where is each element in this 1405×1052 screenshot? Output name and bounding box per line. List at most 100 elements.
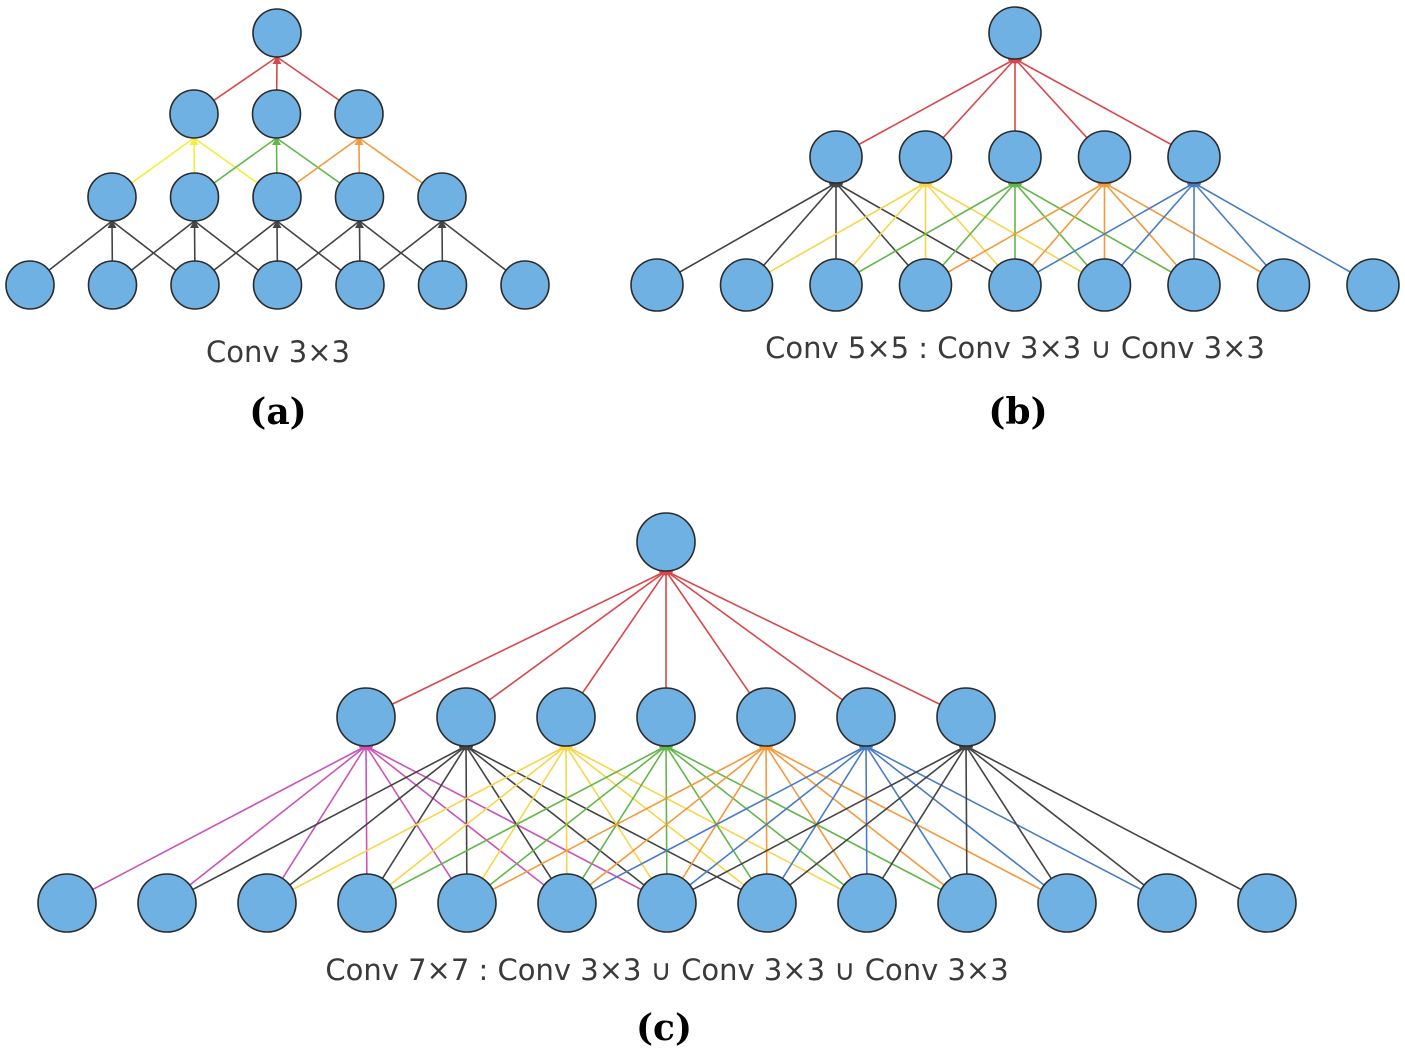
neuron-a-layer0-2	[170, 260, 220, 310]
edge-c-l0-n3-to-n3	[366, 745, 667, 904]
neuron-c-layer1-3	[636, 687, 696, 747]
neuron-a-layer1-1	[169, 172, 220, 222]
panel-a-conv3x3: Conv 3×3 (a)	[5, 8, 550, 433]
edge-c-l0-n6-to-n5	[666, 745, 867, 904]
neuron-a-layer1-3	[334, 172, 385, 222]
edge-b-l1-n4-to-n0	[1014, 58, 1195, 158]
neuron-b-layer0-8	[1346, 258, 1400, 312]
neuron-b-layer1-3	[1077, 130, 1132, 184]
neuron-a-layer1-4	[417, 172, 467, 222]
arrowhead-a-l2-n0	[189, 137, 199, 145]
panel-c-conv7x7: Conv 7×7 : Conv 3×3 ∪ Conv 3×3 ∪ Conv 3×…	[37, 512, 1297, 1049]
neuron-a-layer1-2	[252, 172, 302, 222]
neuron-c-layer1-0	[336, 687, 396, 747]
neuron-c-layer0-6	[637, 873, 697, 933]
neuron-a-layer2-2	[334, 89, 384, 139]
arrowhead-a-l2-n2	[354, 137, 364, 145]
edge-b-l0-n0-to-n0	[656, 182, 837, 286]
neuron-a-layer0-1	[87, 260, 138, 310]
neuron-a-layer2-0	[169, 89, 219, 139]
edge-c-l1-n6-to-n0	[665, 570, 967, 718]
neuron-b-layer1-2	[988, 130, 1042, 184]
neuron-c-layer0-12	[1237, 873, 1297, 933]
neuron-b-layer1-1	[898, 130, 953, 184]
neuron-a-layer0-0	[5, 260, 55, 310]
edge-b-l0-n2-to-n2	[835, 182, 1016, 286]
arrowhead-a-l1-n1	[190, 220, 199, 228]
arrowhead-a-l2-n1	[272, 137, 281, 145]
panel-a-caption: Conv 3×3	[206, 335, 350, 369]
arrowhead-a-l1-n2	[272, 220, 282, 228]
panel-b-nodes	[630, 6, 1400, 312]
edge-c-l0-n2-to-n1	[266, 745, 467, 904]
neuron-c-layer0-5	[537, 873, 597, 933]
panel-b-conv5x5: Conv 5×5 : Conv 3×3 ∪ Conv 3×3 (b)	[630, 6, 1400, 433]
neuron-c-layer0-4	[437, 873, 497, 933]
neuron-b-layer0-6	[1167, 258, 1221, 312]
neuron-c-layer0-3	[337, 873, 397, 933]
neuron-b-layer0-0	[630, 258, 684, 312]
edge-c-l0-n5-to-n5	[566, 745, 867, 904]
arrowhead-a-l1-n0	[107, 220, 117, 228]
neuron-c-layer0-7	[737, 873, 797, 933]
neuron-b-layer2-0	[988, 6, 1042, 60]
neuron-b-layer0-1	[719, 258, 774, 312]
neuron-c-layer1-6	[936, 687, 996, 747]
edge-c-l0-n10-to-n6	[965, 745, 1068, 904]
neuron-b-layer0-3	[898, 258, 953, 312]
edge-b-l1-n0-to-n0	[835, 58, 1016, 158]
neuron-b-layer0-5	[1077, 258, 1132, 312]
neuron-c-layer1-4	[736, 687, 796, 747]
arrowhead-a-l1-n3	[355, 220, 364, 228]
edge-c-l1-n0-to-n0	[365, 570, 667, 718]
edge-c-l0-n4-to-n3	[466, 745, 667, 904]
neuron-b-layer0-2	[809, 258, 863, 312]
edge-c-l0-n1-to-n0	[166, 745, 367, 904]
edge-c-l0-n2-to-n2	[266, 745, 567, 904]
neuron-a-layer3-0	[252, 8, 302, 58]
neuron-c-layer0-11	[1137, 873, 1197, 933]
edge-b-l0-n1-to-n1	[746, 182, 926, 286]
panel-c-label: (c)	[636, 1007, 692, 1049]
neuron-c-layer0-9	[937, 873, 997, 933]
panel-c-caption: Conv 7×7 : Conv 3×3 ∪ Conv 3×3 ∪ Conv 3×…	[325, 953, 1008, 987]
neuron-b-layer0-7	[1256, 258, 1311, 312]
neuron-c-layer0-10	[1037, 873, 1097, 933]
edge-c-l0-n8-to-n6	[866, 745, 967, 904]
panel-b-caption: Conv 5×5 : Conv 3×3 ∪ Conv 3×3	[765, 331, 1265, 365]
arrowhead-a-l3-n0	[272, 56, 282, 64]
edge-c-l0-n5-to-n4	[566, 745, 767, 904]
panel-b-label: (b)	[988, 391, 1047, 433]
edge-c-l0-n0-to-n0	[66, 745, 367, 904]
edge-c-l0-n7-to-n6	[766, 745, 967, 904]
neuron-c-layer0-1	[137, 873, 197, 933]
panel-c-nodes	[37, 512, 1297, 933]
panel-a-label: (a)	[249, 391, 306, 433]
edge-c-l0-n12-to-n6	[965, 745, 1268, 904]
neuron-c-layer2-0	[636, 512, 696, 572]
edge-c-l0-n1-to-n1	[166, 745, 467, 904]
neuron-a-layer0-6	[500, 260, 550, 310]
edge-c-l1-n1-to-n0	[465, 570, 667, 718]
neuron-c-layer0-8	[837, 873, 897, 933]
neuron-a-layer2-1	[251, 89, 302, 139]
neuron-a-layer0-4	[335, 260, 385, 310]
neuron-b-layer1-0	[809, 130, 863, 184]
neuron-a-layer1-0	[87, 172, 137, 222]
neuron-c-layer1-5	[836, 687, 896, 747]
edge-c-l0-n3-to-n2	[366, 745, 567, 904]
neuron-a-layer0-5	[417, 260, 468, 310]
neuron-b-layer0-4	[988, 258, 1042, 312]
edge-c-l0-n4-to-n4	[466, 745, 767, 904]
neuron-c-layer1-1	[436, 687, 496, 747]
neuron-b-layer1-4	[1167, 130, 1221, 184]
edge-c-l1-n5-to-n0	[665, 570, 867, 718]
edge-c-l0-n6-to-n6	[666, 745, 967, 904]
neuron-c-layer1-2	[536, 687, 596, 747]
edge-b-l0-n8-to-n4	[1193, 182, 1374, 286]
panel-a-nodes	[5, 8, 550, 310]
arrowhead-a-l1-n4	[437, 220, 447, 228]
neuron-a-layer0-3	[252, 260, 303, 310]
neuron-c-layer0-2	[237, 873, 297, 933]
